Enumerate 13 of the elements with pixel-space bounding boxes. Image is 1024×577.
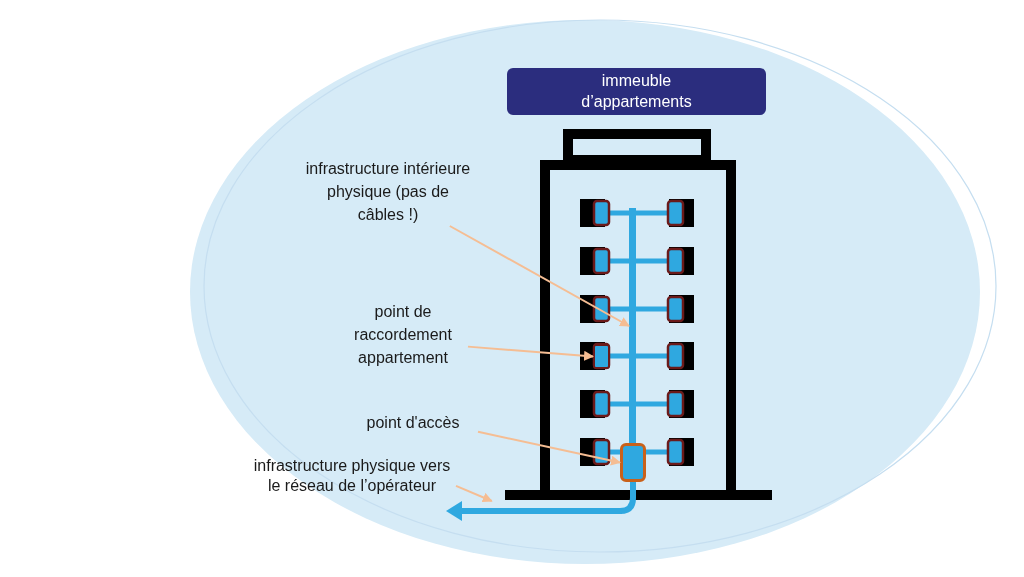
leader-arrow bbox=[467, 345, 594, 361]
callout-text: point d'accès bbox=[348, 411, 478, 434]
riser-cable bbox=[629, 208, 636, 444]
leader-arrow bbox=[477, 430, 621, 466]
connection-socket bbox=[593, 344, 610, 369]
access-point-box bbox=[620, 443, 646, 482]
title-banner: immeuble d’appartements bbox=[507, 68, 766, 115]
leader-arrow bbox=[455, 484, 493, 503]
callout-text: infrastructure intérieure physique (pas de câbles !) bbox=[304, 157, 472, 226]
leader-arrow bbox=[448, 225, 630, 327]
network-cable-arrow bbox=[446, 501, 622, 521]
callout-text: point de raccordement appartement bbox=[338, 300, 468, 369]
callout-text: infrastructure physique vers le réseau de l’opérateur bbox=[248, 456, 456, 496]
